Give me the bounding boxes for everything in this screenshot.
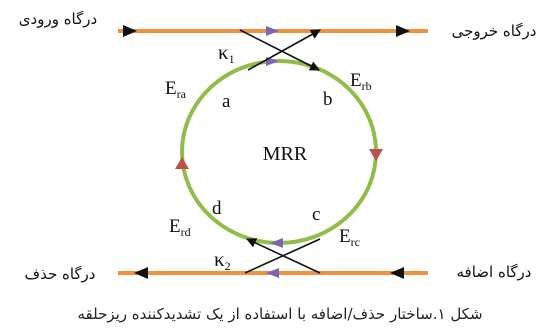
- add-port-label: درگاه اضافه: [457, 263, 532, 281]
- figure-caption: شکل ۱.ساختار حذف/اضافه با استفاده از یک …: [77, 305, 482, 323]
- drop-port-label: درگاه حذف: [25, 265, 96, 283]
- field-erb-label: Erb: [350, 70, 372, 93]
- bottom-guide-arrow-icon: [266, 268, 279, 278]
- point-b-label: b: [323, 89, 333, 110]
- field-era-label: Era: [165, 78, 187, 101]
- ring-label: MRR: [263, 143, 308, 165]
- output-port-label: درگاه خروجی: [452, 22, 537, 40]
- input-port-label: درگاه ورودی: [19, 10, 97, 28]
- ring-left-arrow-icon: [175, 157, 189, 169]
- field-erd-label: Erd: [169, 216, 191, 239]
- point-c-label: c: [312, 204, 320, 225]
- kappa2-label: κ2: [214, 247, 231, 273]
- point-a-label: a: [222, 91, 231, 112]
- kappa1-label: κ1: [218, 40, 235, 66]
- point-d-label: d: [212, 198, 222, 219]
- ring-top-arrow-icon: [266, 57, 279, 66]
- coupler1-cross-line-b: [247, 29, 321, 71]
- ring-bottom-arrow-icon: [270, 238, 283, 248]
- top-guide-arrow-icon: [266, 26, 279, 36]
- add-arrow-icon: [390, 267, 404, 279]
- input-arrow-icon: [123, 25, 137, 37]
- output-arrow-icon: [396, 25, 410, 37]
- coupler2-cross-line-b: [246, 238, 321, 274]
- field-erc-label: Erc: [339, 226, 360, 249]
- coupler1-cross-line-a: [239, 29, 320, 71]
- drop-arrow-icon: [134, 267, 148, 279]
- ring-right-arrow-icon: [369, 149, 383, 161]
